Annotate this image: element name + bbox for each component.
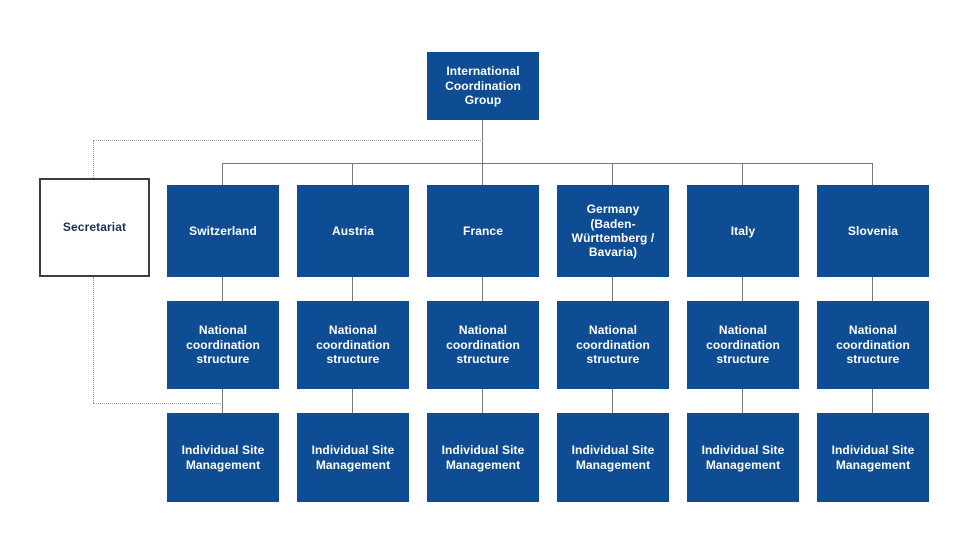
connector-italy-site [742, 389, 743, 413]
connector-germany-site [612, 389, 613, 413]
node-label: Switzerland [189, 223, 257, 238]
connector-austria-site [352, 389, 353, 413]
node-label: Individual Site Management [701, 443, 785, 472]
node-country-slovenia: Slovenia [817, 185, 929, 277]
node-label: Individual Site Management [441, 443, 525, 472]
node-label: National coordination structure [576, 323, 650, 367]
connector-root-drop [482, 120, 483, 163]
node-country-switzerland: Switzerland [167, 185, 279, 277]
dotted-secretariat-to-switzerland [93, 403, 223, 404]
node-international-coordination-group: International Coordination Group [427, 52, 539, 120]
node-site-management-austria: Individual Site Management [297, 413, 409, 502]
node-national-coordination-germany: National coordination structure [557, 301, 669, 389]
node-label: Individual Site Management [831, 443, 915, 472]
node-site-management-france: Individual Site Management [427, 413, 539, 502]
node-site-management-italy: Individual Site Management [687, 413, 799, 502]
connector-slovenia-site [872, 389, 873, 413]
node-country-france: France [427, 185, 539, 277]
connector-italy-national [742, 277, 743, 301]
node-label: Individual Site Management [571, 443, 655, 472]
connector-drop-switzerland [222, 163, 223, 185]
node-label: Slovenia [847, 223, 899, 238]
node-national-coordination-italy: National coordination structure [687, 301, 799, 389]
connector-horizontal-bus [222, 163, 873, 164]
node-label: Germany (Baden-Württemberg / Bavaria) [571, 202, 655, 260]
connector-drop-france [482, 163, 483, 185]
node-national-coordination-switzerland: National coordination structure [167, 301, 279, 389]
node-label: National coordination structure [836, 323, 910, 367]
node-label: Austria [331, 223, 375, 238]
connector-drop-germany [612, 163, 613, 185]
node-label: National coordination structure [446, 323, 520, 367]
node-site-management-switzerland: Individual Site Management [167, 413, 279, 502]
connector-france-site [482, 389, 483, 413]
node-label: Italy [730, 223, 756, 238]
node-national-coordination-france: National coordination structure [427, 301, 539, 389]
node-national-coordination-austria: National coordination structure [297, 301, 409, 389]
node-label: National coordination structure [186, 323, 260, 367]
node-label: International Coordination Group [445, 64, 521, 108]
connector-germany-national [612, 277, 613, 301]
node-label: Secretariat [62, 220, 127, 235]
node-label: France [463, 223, 503, 238]
connector-drop-italy [742, 163, 743, 185]
dotted-secretariat-bottom [93, 277, 94, 403]
dotted-secretariat-top [93, 140, 94, 178]
connector-switzerland-site [222, 389, 223, 413]
connector-slovenia-national [872, 277, 873, 301]
node-label: National coordination structure [706, 323, 780, 367]
connector-france-national [482, 277, 483, 301]
node-site-management-slovenia: Individual Site Management [817, 413, 929, 502]
connector-switzerland-national [222, 277, 223, 301]
dotted-secretariat-to-root [93, 140, 483, 141]
node-country-germany: Germany (Baden-Württemberg / Bavaria) [557, 185, 669, 277]
node-secretariat: Secretariat [39, 178, 150, 277]
connector-drop-austria [352, 163, 353, 185]
connector-drop-slovenia [872, 163, 873, 185]
node-label: Individual Site Management [311, 443, 395, 472]
node-country-austria: Austria [297, 185, 409, 277]
node-site-management-germany: Individual Site Management [557, 413, 669, 502]
node-label: National coordination structure [316, 323, 390, 367]
node-label: Individual Site Management [181, 443, 265, 472]
node-national-coordination-slovenia: National coordination structure [817, 301, 929, 389]
connector-austria-national [352, 277, 353, 301]
node-country-italy: Italy [687, 185, 799, 277]
